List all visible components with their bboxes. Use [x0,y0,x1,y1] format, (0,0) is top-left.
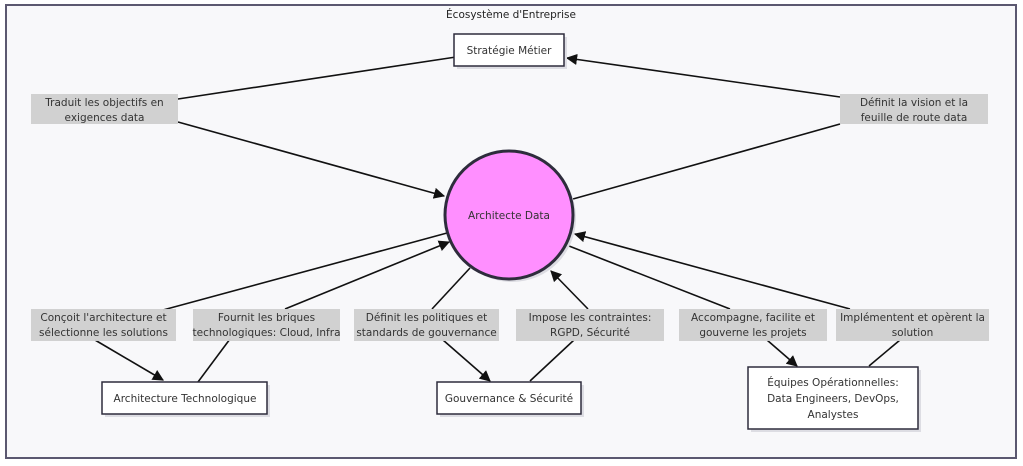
edge-label-line-2: standards de gouvernance [356,327,496,339]
node-label-line-3: Analystes [808,409,859,421]
edge-architecte-to-strategie-arrow [565,53,841,98]
edge-label-background [193,309,340,341]
edge-archi_techno-to-architecte-arrow [284,240,451,310]
edge-label-line-1: Fournit les briques [218,312,315,324]
edge-architecte-to-archi_techno-arrow [94,339,164,381]
edge-label-line-2: gouverne les projets [699,327,806,339]
edge-label: Fournit les briques technologiques: Cloud… [193,309,341,341]
edge-label-line-1: Définit les politiques et [366,312,488,324]
edge-architecte-to-strategie-segment-1 [572,123,841,200]
node-box[interactable] [101,381,268,415]
node-box[interactable] [436,381,582,415]
edge-strategie-to-architecte-segment-1 [177,56,457,100]
edge-label-line-1: Impose les contraintes: [529,312,652,324]
node-equipes-operationnelles[interactable]: Équipes Opérationnelles: Data Engineers,… [747,366,921,432]
node-architecte-data[interactable]: Architecte Data [443,149,576,282]
edge-label-line-1: Définit la vision et la [860,97,968,109]
edge-archi_techno-to-architecte-segment-1 [197,338,231,383]
edge-label-line-1: Traduit les objectifs en [44,97,163,109]
edge-architecte-to-gouvernance-arrow [442,339,491,382]
node-label-line-1: Équipes Opérationnelles: [767,376,898,389]
edge-label: Accompagne, facilite et gouverne les proj… [679,309,827,341]
edges-layer [94,53,901,383]
edge-label-line-2: solution [892,327,934,339]
edge-label-background [354,309,499,341]
edge-equipes-to-architecte-segment-1 [868,339,901,367]
edge-strategie-to-architecte-arrow [177,121,446,199]
edge-label-line-2: sélectionne les solutions [39,327,168,339]
node-label: Stratégie Métier [467,45,553,57]
edge-label: Traduit les objectifs en exigences data [31,94,178,124]
edge-label-background [840,94,988,124]
edge-label-line-1: Conçoit l'architecture et [40,312,166,324]
center-circle[interactable] [443,149,575,281]
edge-label-line-2: feuille de route data [861,112,968,124]
frame-title: Écosystème d'Entreprise [446,8,576,21]
edge-label: Impose les contraintes: RGPD, Sécurité [516,309,664,341]
edge-label-background [836,309,989,341]
edge-gouvernance-to-architecte-arrow [550,270,589,310]
edge-label: Définit la vision et la feuille de route … [840,94,988,124]
edge-architecte-to-equipes-arrow [766,339,798,367]
edge-label-line-1: Implémentent et opèrent la [840,312,985,324]
node-label: Architecte Data [468,210,550,222]
node-box[interactable] [747,366,919,430]
edge-label-line-2: technologiques: Cloud, Infra [193,327,341,339]
edge-label: Définit les politiques et standards de go… [354,309,499,341]
edge-label-line-2: RGPD, Sécurité [550,327,630,339]
edge-label-background [31,94,178,124]
edge-architecte-to-equipes-segment-1 [568,245,731,310]
edge-label-line-1: Accompagne, facilite et [691,312,815,324]
node-box[interactable] [453,33,565,67]
node-gouvernance-securite[interactable]: Gouvernance & Sécurité [436,381,584,417]
edge-label-background [516,309,664,341]
node-architecture-technologique[interactable]: Architecture Technologique [101,381,270,417]
node-strategie-metier[interactable]: Stratégie Métier [453,33,567,69]
edge-label-line-2: exigences data [65,112,145,124]
node-label-line-2: Data Engineers, DevOps, [767,393,899,405]
edge-gouvernance-to-architecte-segment-1 [529,339,575,382]
node-label: Architecture Technologique [114,393,257,405]
edge-label-background [31,309,176,341]
edge-label: Conçoit l'architecture et sélectionne les… [31,309,176,341]
edge-architecte-to-archi_techno-segment-1 [162,232,448,311]
edge-equipes-to-architecte-arrow [573,231,851,310]
node-label: Gouvernance & Sécurité [445,393,573,405]
edge-architecte-to-gouvernance-segment-1 [431,267,471,310]
edge-label: Implémentent et opèrent la solution [836,309,989,341]
edge-label-background [679,309,827,341]
